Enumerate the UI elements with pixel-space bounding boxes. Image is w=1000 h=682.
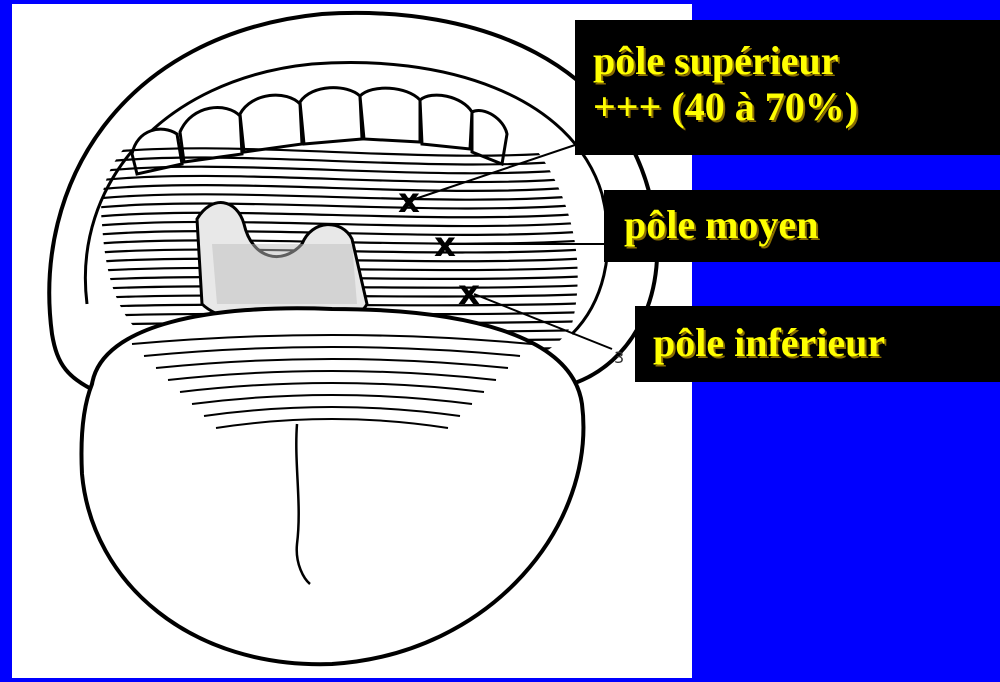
figure-number: 3 — [614, 348, 624, 367]
label-middle-pole: pôle moyen — [604, 190, 1000, 262]
marker-superior: x — [398, 181, 420, 221]
label-inferior-pole: pôle inférieur — [635, 306, 1000, 382]
throat-hatch-line — [92, 204, 592, 209]
marker-inferior: x — [458, 273, 480, 313]
label-middle-text: pôle moyen — [624, 202, 1000, 248]
pharynx-shadow — [212, 244, 357, 304]
label-superior-line2: +++ (40 à 70%) — [593, 84, 1000, 130]
label-superior-line1: pôle supérieur — [593, 38, 1000, 84]
throat-hatch-line — [92, 222, 592, 226]
throat-hatch-line — [92, 213, 592, 218]
tongue — [81, 308, 583, 664]
throat-hatch-line — [92, 167, 592, 174]
throat-hatch-line — [92, 185, 592, 191]
label-superior-pole: pôle supérieur +++ (40 à 70%) — [575, 20, 1000, 155]
throat-hatch-line — [92, 194, 592, 199]
label-inferior-text: pôle inférieur — [653, 320, 1000, 366]
throat-hatch-line — [92, 176, 592, 182]
marker-middle: x — [434, 225, 456, 265]
